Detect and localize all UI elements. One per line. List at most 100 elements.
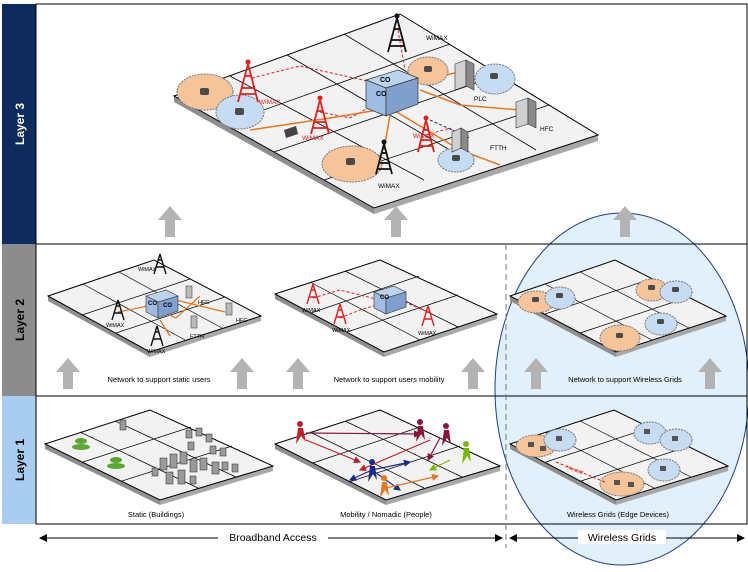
router-icon xyxy=(672,287,679,292)
up-arrow-icon xyxy=(384,206,408,237)
person-icon xyxy=(296,421,306,444)
caption-l1-static: Static (Buildings) xyxy=(128,510,185,519)
wimax-label: WiMAX xyxy=(418,331,437,337)
co-building-icon: CO xyxy=(373,285,407,315)
router-icon xyxy=(452,155,460,161)
co-label: CO xyxy=(380,295,389,301)
person-icon xyxy=(442,423,451,446)
layer1-band: Layer 1 xyxy=(2,395,748,525)
layer3-clouds xyxy=(176,56,516,183)
router-icon xyxy=(490,73,498,79)
router-icon xyxy=(532,297,539,302)
layer3-cabinets xyxy=(451,59,537,153)
co-building-icon: CO CO xyxy=(364,69,420,117)
up-arrow-icon xyxy=(461,358,485,389)
wimax-label: WiMAX xyxy=(426,35,448,42)
tower-icon xyxy=(333,303,347,325)
layer3-devices xyxy=(200,66,498,165)
tower-icon xyxy=(150,325,164,347)
tower-icon xyxy=(375,139,393,175)
device-icon xyxy=(556,436,562,441)
footer-wireless: Wireless Grids xyxy=(509,530,745,544)
wimax-label: WiMAX xyxy=(332,328,351,334)
co-label: CO xyxy=(148,301,157,307)
wimax-label: WiMAX xyxy=(378,183,400,190)
tower-icon xyxy=(387,13,407,53)
device-icon xyxy=(540,446,546,451)
pc-icon xyxy=(284,126,298,138)
wimax-label: WiMAX xyxy=(302,308,321,314)
up-arrows-layer2 xyxy=(56,358,722,389)
device-icon xyxy=(644,429,650,434)
router-icon xyxy=(648,285,655,290)
layer1-buildings xyxy=(72,419,239,485)
up-arrow-icon xyxy=(524,358,548,389)
person-icon xyxy=(380,475,389,498)
router-icon xyxy=(200,88,209,95)
layer3-labels: WiMAX WiMAX WiMAX WiMAX WiMAX PLC HFC FT… xyxy=(259,35,554,190)
layer2-label: Layer 2 xyxy=(13,299,27,341)
up-arrow-icon xyxy=(56,358,80,389)
up-arrows-layer3 xyxy=(158,206,637,237)
layer2-mobility-icons: CO WiMAX WiMAX WiMAX xyxy=(302,283,437,337)
layer3-label: Layer 3 xyxy=(13,103,27,145)
router-icon xyxy=(346,158,355,165)
device-icon xyxy=(614,480,620,485)
router-icon xyxy=(616,333,623,338)
caption-l2-static: Network to support static users xyxy=(108,375,211,384)
wimax-label: WiMAX xyxy=(302,135,324,142)
tower-icon xyxy=(421,305,435,327)
device-icon xyxy=(628,482,634,487)
router-icon xyxy=(424,66,432,72)
layer3-band: Layer 3 xyxy=(2,3,748,245)
layer1-people xyxy=(296,419,471,498)
orange-cloud xyxy=(599,471,645,497)
broadband-access-label: Broadband Access xyxy=(229,532,317,544)
up-arrow-icon xyxy=(230,358,254,389)
wimax-label: WiMAX xyxy=(147,349,166,355)
tower-icon xyxy=(111,299,125,321)
cabinet-icon xyxy=(185,285,193,299)
wimax-label: WiMAX xyxy=(259,99,281,106)
hfc-label: HFC xyxy=(198,300,209,306)
wimax-label: WiMAX xyxy=(138,267,157,273)
cabinet-icon xyxy=(225,302,233,316)
router-icon xyxy=(235,108,244,115)
up-arrow-icon xyxy=(158,206,182,237)
tower-icon xyxy=(153,253,167,275)
plc-label: PLC xyxy=(474,96,487,103)
hfc-label: HFC xyxy=(540,126,554,133)
wimax-label: WiMAX xyxy=(413,133,435,140)
cabinet-icon xyxy=(190,315,198,329)
layer2-grids-icons xyxy=(517,278,693,352)
device-icon xyxy=(672,436,678,441)
tower-icon xyxy=(306,283,320,305)
person-icon xyxy=(416,419,425,442)
ftth-label: FTTH xyxy=(490,145,507,152)
hfc-label: HFC xyxy=(236,318,247,324)
cabinet-icon xyxy=(451,127,469,153)
device-icon xyxy=(660,466,666,471)
tower-icon xyxy=(237,59,259,103)
layer1-label: Layer 1 xyxy=(13,439,27,481)
caption-l1-mobility: Mobility / Nomadic (People) xyxy=(340,510,432,519)
co-label: CO xyxy=(376,91,387,98)
wimax-label: WiMAX xyxy=(106,323,125,329)
caption-l2-mobility: Network to support users mobility xyxy=(334,375,445,384)
person-icon xyxy=(462,441,471,464)
footer-broadband: Broadband Access xyxy=(39,530,503,544)
up-arrow-icon xyxy=(286,358,310,389)
co-label: CO xyxy=(163,303,172,309)
building-icon xyxy=(119,419,239,485)
caption-l1-grids: Wireless Grids (Edge Devices) xyxy=(567,510,670,519)
cabinet-icon xyxy=(515,97,537,129)
tower-icon xyxy=(310,95,330,135)
ftth-label: FTTH xyxy=(190,334,204,340)
cabinet-icon xyxy=(454,59,475,91)
device-icon xyxy=(528,442,534,447)
tower-icon xyxy=(417,115,435,153)
layer1-platform-static xyxy=(43,409,275,505)
caption-l2-grids: Network to support Wireless Grids xyxy=(568,375,682,384)
person-icon xyxy=(368,459,377,482)
